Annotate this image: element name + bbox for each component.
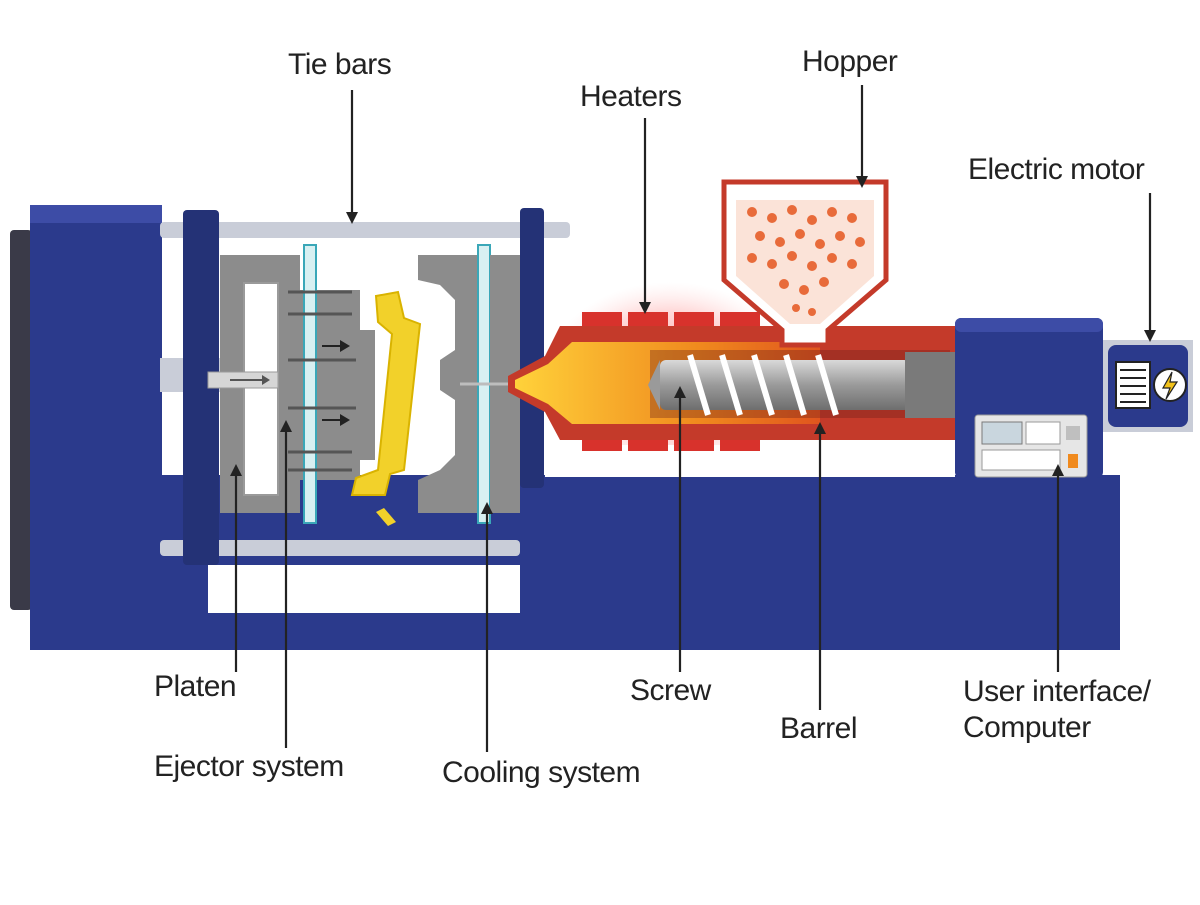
pellet-dots <box>747 205 865 316</box>
mold-bay-opening <box>208 565 520 613</box>
label-cooling-system: Cooling system <box>442 756 641 789</box>
tie-bar-bottom <box>160 540 520 556</box>
heater-bands-top <box>582 312 760 328</box>
label-hopper: Hopper <box>802 45 898 78</box>
cooling-channel-moving <box>303 244 317 524</box>
label-user-interface-line2: Computer <box>963 711 1091 744</box>
control-keypad-2 <box>981 449 1061 471</box>
control-button-green <box>1066 426 1080 440</box>
label-tie-bars: Tie bars <box>288 48 392 81</box>
ejector-pins <box>288 290 356 472</box>
label-user-interface-line1: User interface/ <box>963 675 1151 708</box>
label-screw: Screw <box>630 674 711 707</box>
control-screen <box>981 421 1023 445</box>
ejector-direction-arrow-bottom <box>322 414 350 426</box>
hopper-pellets <box>736 200 874 324</box>
label-barrel: Barrel <box>780 712 858 745</box>
label-ejector-system: Ejector system <box>154 750 344 783</box>
mold-half-moving <box>288 255 375 513</box>
control-button-orange <box>1068 454 1078 468</box>
fixed-end-top <box>30 205 162 223</box>
label-electric-motor: Electric motor <box>968 153 1145 186</box>
tie-bar-top <box>160 222 570 238</box>
control-keypad <box>1025 421 1061 445</box>
lightning-icon <box>1161 371 1179 400</box>
ejector-direction-arrow-top <box>322 340 350 352</box>
control-cabinet-top <box>955 318 1103 332</box>
stationary-platen-frame <box>520 208 544 488</box>
moving-platen <box>183 210 219 565</box>
screw-shaft <box>660 360 910 410</box>
sprue-piece <box>376 508 396 526</box>
screw-tip <box>648 360 660 410</box>
machine-base-shadow <box>10 230 32 610</box>
ejector-arrowhead <box>262 375 270 385</box>
label-platen: Platen <box>154 670 237 703</box>
motor-vent-lines <box>1120 369 1146 403</box>
screw-flights <box>687 354 839 416</box>
screw-drive-coupling <box>905 352 955 418</box>
molded-part <box>350 290 422 496</box>
mold-half-fixed <box>418 255 478 513</box>
fixed-end-block <box>30 205 162 650</box>
label-heaters: Heaters <box>580 80 682 113</box>
ejector-plate <box>243 282 279 496</box>
leader-lines <box>230 85 1156 752</box>
